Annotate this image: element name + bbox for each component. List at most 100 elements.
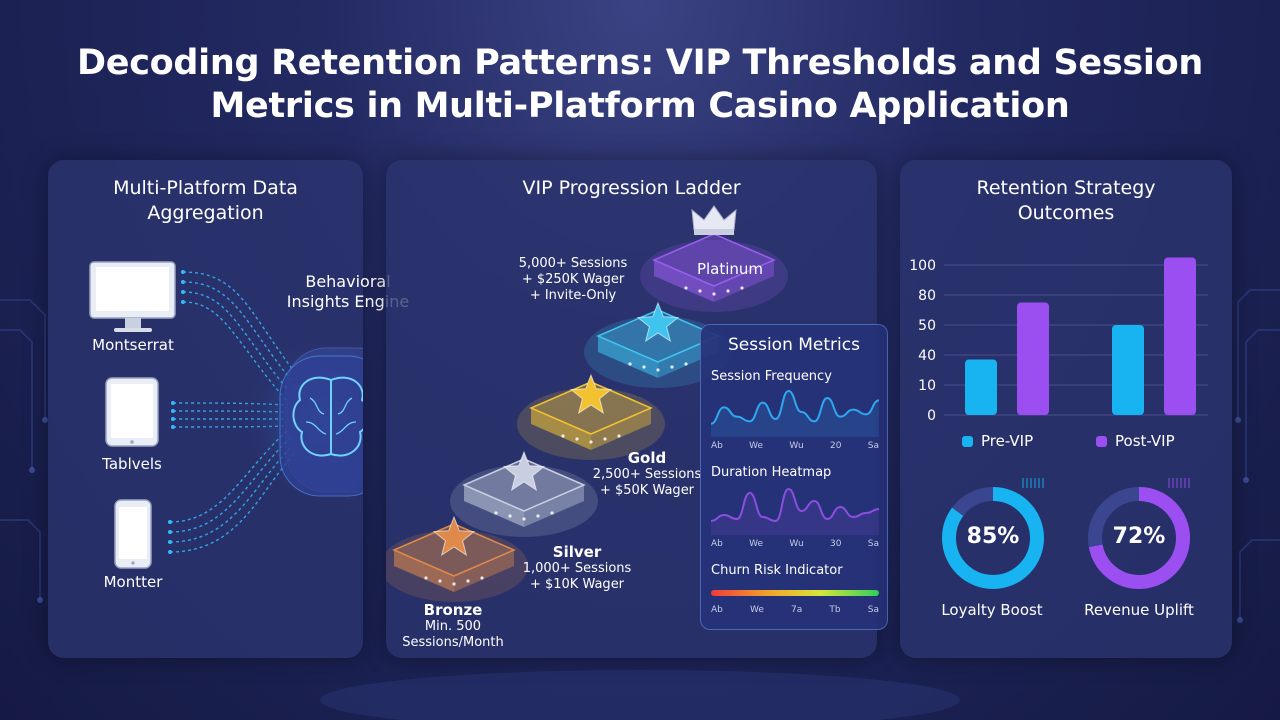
vip-ladder-heading: VIP Progression Ladder bbox=[522, 177, 741, 199]
tier-platinum-req-1: 5,000+ Sessions bbox=[518, 256, 628, 271]
device-label-desktop: Montserrat bbox=[92, 336, 174, 354]
tier-silver-name: Silver bbox=[552, 543, 602, 561]
bar-chart-ytick-label: 40 bbox=[918, 348, 936, 364]
tier-bronze-req-1: Min. 500 bbox=[424, 619, 482, 634]
star-icon bbox=[636, 301, 680, 343]
desktop-monitor-icon bbox=[89, 261, 176, 332]
tier-silver-tile bbox=[450, 450, 598, 537]
churn-risk-ticks: Ab We 7a Tb Sa bbox=[711, 605, 879, 615]
legend-pre-vip: Pre-VIP bbox=[962, 432, 1033, 450]
outcomes-heading-line-1: Retention Strategy bbox=[976, 177, 1156, 199]
vip-ladder-panel: VIP Progression Ladder Bronze Min. 500 S… bbox=[386, 160, 888, 658]
insights-engine-label-line-2: Insights Engine bbox=[286, 292, 410, 311]
tier-platinum-tile bbox=[640, 205, 788, 312]
dur-tick-5: Sa bbox=[867, 539, 879, 549]
insights-engine-label-line-1: Behavioral bbox=[305, 272, 391, 291]
bar-pre-vip-1 bbox=[965, 359, 997, 415]
churn-risk-label: Churn Risk Indicator bbox=[711, 563, 843, 578]
page-title-line-1: Decoding Retention Patterns: VIP Thresho… bbox=[77, 43, 1203, 83]
tier-bronze-name: Bronze bbox=[423, 601, 483, 619]
tablet-icon bbox=[105, 377, 159, 447]
legend-post-vip: Post-VIP bbox=[1096, 432, 1175, 450]
duration-heatmap-area bbox=[711, 489, 879, 535]
churn-risk-gradient-bar bbox=[711, 590, 879, 596]
star-icon bbox=[569, 373, 613, 415]
outcomes-heading: Retention Strategy Outcomes bbox=[900, 176, 1232, 226]
crown-icon bbox=[691, 205, 737, 235]
tier-platinum-name: Platinum bbox=[696, 260, 764, 278]
loyalty-boost-value: 85% bbox=[966, 524, 1020, 549]
tier-platinum-req-3: + Invite-Only bbox=[529, 288, 617, 303]
duration-heatmap-ticks: Ab We Wu 30 Sa bbox=[711, 539, 879, 549]
revenue-uplift-value: 72% bbox=[1112, 524, 1166, 549]
churn-tick-2: We bbox=[750, 605, 764, 615]
aggregation-panel: Multi-Platform Data Aggregation bbox=[48, 160, 409, 658]
aggregation-diagram bbox=[89, 261, 363, 569]
bar-post-vip-2 bbox=[1164, 257, 1196, 415]
bar-chart-ytick-label: 50 bbox=[918, 318, 936, 334]
bar-pre-vip-2 bbox=[1112, 325, 1144, 415]
tier-gold-req-1: 2,500+ Sessions bbox=[592, 467, 702, 482]
loyalty-boost-ring bbox=[942, 478, 1044, 589]
outcomes-rings bbox=[942, 478, 1190, 589]
loyalty-boost-label: Loyalty Boost bbox=[941, 601, 1043, 619]
bar-chart-ytick-label: 10 bbox=[918, 378, 936, 394]
device-label-phone: Montter bbox=[103, 573, 163, 591]
tier-gold-name: Gold bbox=[627, 449, 667, 467]
legend-post-vip-label: Post-VIP bbox=[1115, 432, 1175, 450]
star-icon bbox=[502, 450, 546, 492]
tier-gold-text: Gold 2,500+ Sessions + $50K Wager bbox=[582, 449, 712, 499]
page-title-line-2: Metrics in Multi-Platform Casino Applica… bbox=[210, 86, 1070, 126]
dur-tick-1: Ab bbox=[711, 539, 723, 549]
session-frequency-ticks: Ab We Wu 20 Sa bbox=[711, 441, 879, 451]
session-frequency-label: Session Frequency bbox=[711, 369, 832, 384]
freq-tick-5: Sa bbox=[867, 441, 879, 451]
bar-chart-ytick-label: 100 bbox=[909, 258, 936, 274]
freq-tick-4: 20 bbox=[829, 441, 842, 451]
dur-tick-4: 30 bbox=[829, 539, 842, 549]
freq-tick-2: We bbox=[749, 441, 764, 451]
churn-tick-4: Tb bbox=[829, 605, 841, 615]
aggregation-heading: Multi-Platform Data Aggregation bbox=[48, 176, 363, 226]
session-frequency-line bbox=[711, 389, 879, 425]
churn-tick-5: Sa bbox=[867, 605, 879, 615]
smartphone-icon bbox=[114, 499, 152, 569]
data-flow-nodes bbox=[168, 270, 185, 554]
churn-tick-1: Ab bbox=[711, 605, 723, 615]
legend-pre-vip-label: Pre-VIP bbox=[981, 432, 1034, 450]
aggregation-heading-line-2: Aggregation bbox=[147, 202, 264, 224]
aggregation-heading-line-1: Multi-Platform Data bbox=[113, 177, 298, 199]
brain-icon bbox=[243, 338, 363, 502]
bar-post-vip-1 bbox=[1017, 302, 1049, 415]
insights-engine-label: Behavioral Insights Engine bbox=[258, 272, 438, 312]
dur-tick-3: Wu bbox=[789, 539, 804, 549]
tier-gold-tile bbox=[517, 373, 665, 460]
tier-silver-text: Silver 1,000+ Sessions + $10K Wager bbox=[512, 543, 642, 593]
duration-heatmap-label: Duration Heatmap bbox=[711, 465, 832, 480]
dur-tick-2: We bbox=[749, 539, 764, 549]
duration-heatmap-chart bbox=[711, 487, 879, 535]
session-metrics-title: Session Metrics bbox=[728, 335, 860, 355]
vip-ladder-diagram bbox=[386, 205, 788, 602]
freq-tick-3: Wu bbox=[789, 441, 804, 451]
tier-bronze-tile bbox=[386, 515, 528, 602]
bar-chart-ytick-label: 80 bbox=[918, 288, 936, 304]
page-title: Decoding Retention Patterns: VIP Thresho… bbox=[0, 42, 1280, 128]
session-frequency-area bbox=[711, 391, 879, 437]
legend-pre-vip-swatch bbox=[962, 435, 973, 447]
legend-post-vip-swatch bbox=[1096, 435, 1107, 447]
tier-bronze-req-2: Sessions/Month bbox=[402, 635, 504, 650]
tier-diamond-tile bbox=[584, 301, 732, 388]
outcomes-heading-line-2: Outcomes bbox=[1017, 202, 1115, 224]
tier-bronze-text: Bronze Min. 500 Sessions/Month bbox=[388, 601, 518, 651]
session-frequency-chart bbox=[711, 389, 879, 437]
revenue-uplift-ring bbox=[1088, 478, 1190, 589]
tier-platinum-text: 5,000+ Sessions + $250K Wager + Invite-O… bbox=[508, 256, 638, 304]
churn-tick-3: 7a bbox=[791, 605, 803, 615]
tier-gold-req-2: + $50K Wager bbox=[599, 483, 695, 498]
revenue-uplift-label: Revenue Uplift bbox=[1084, 601, 1194, 619]
device-label-tablet: Tablvels bbox=[102, 455, 162, 473]
session-metrics-card: Session Metrics Session Frequency Ab We … bbox=[700, 324, 888, 630]
